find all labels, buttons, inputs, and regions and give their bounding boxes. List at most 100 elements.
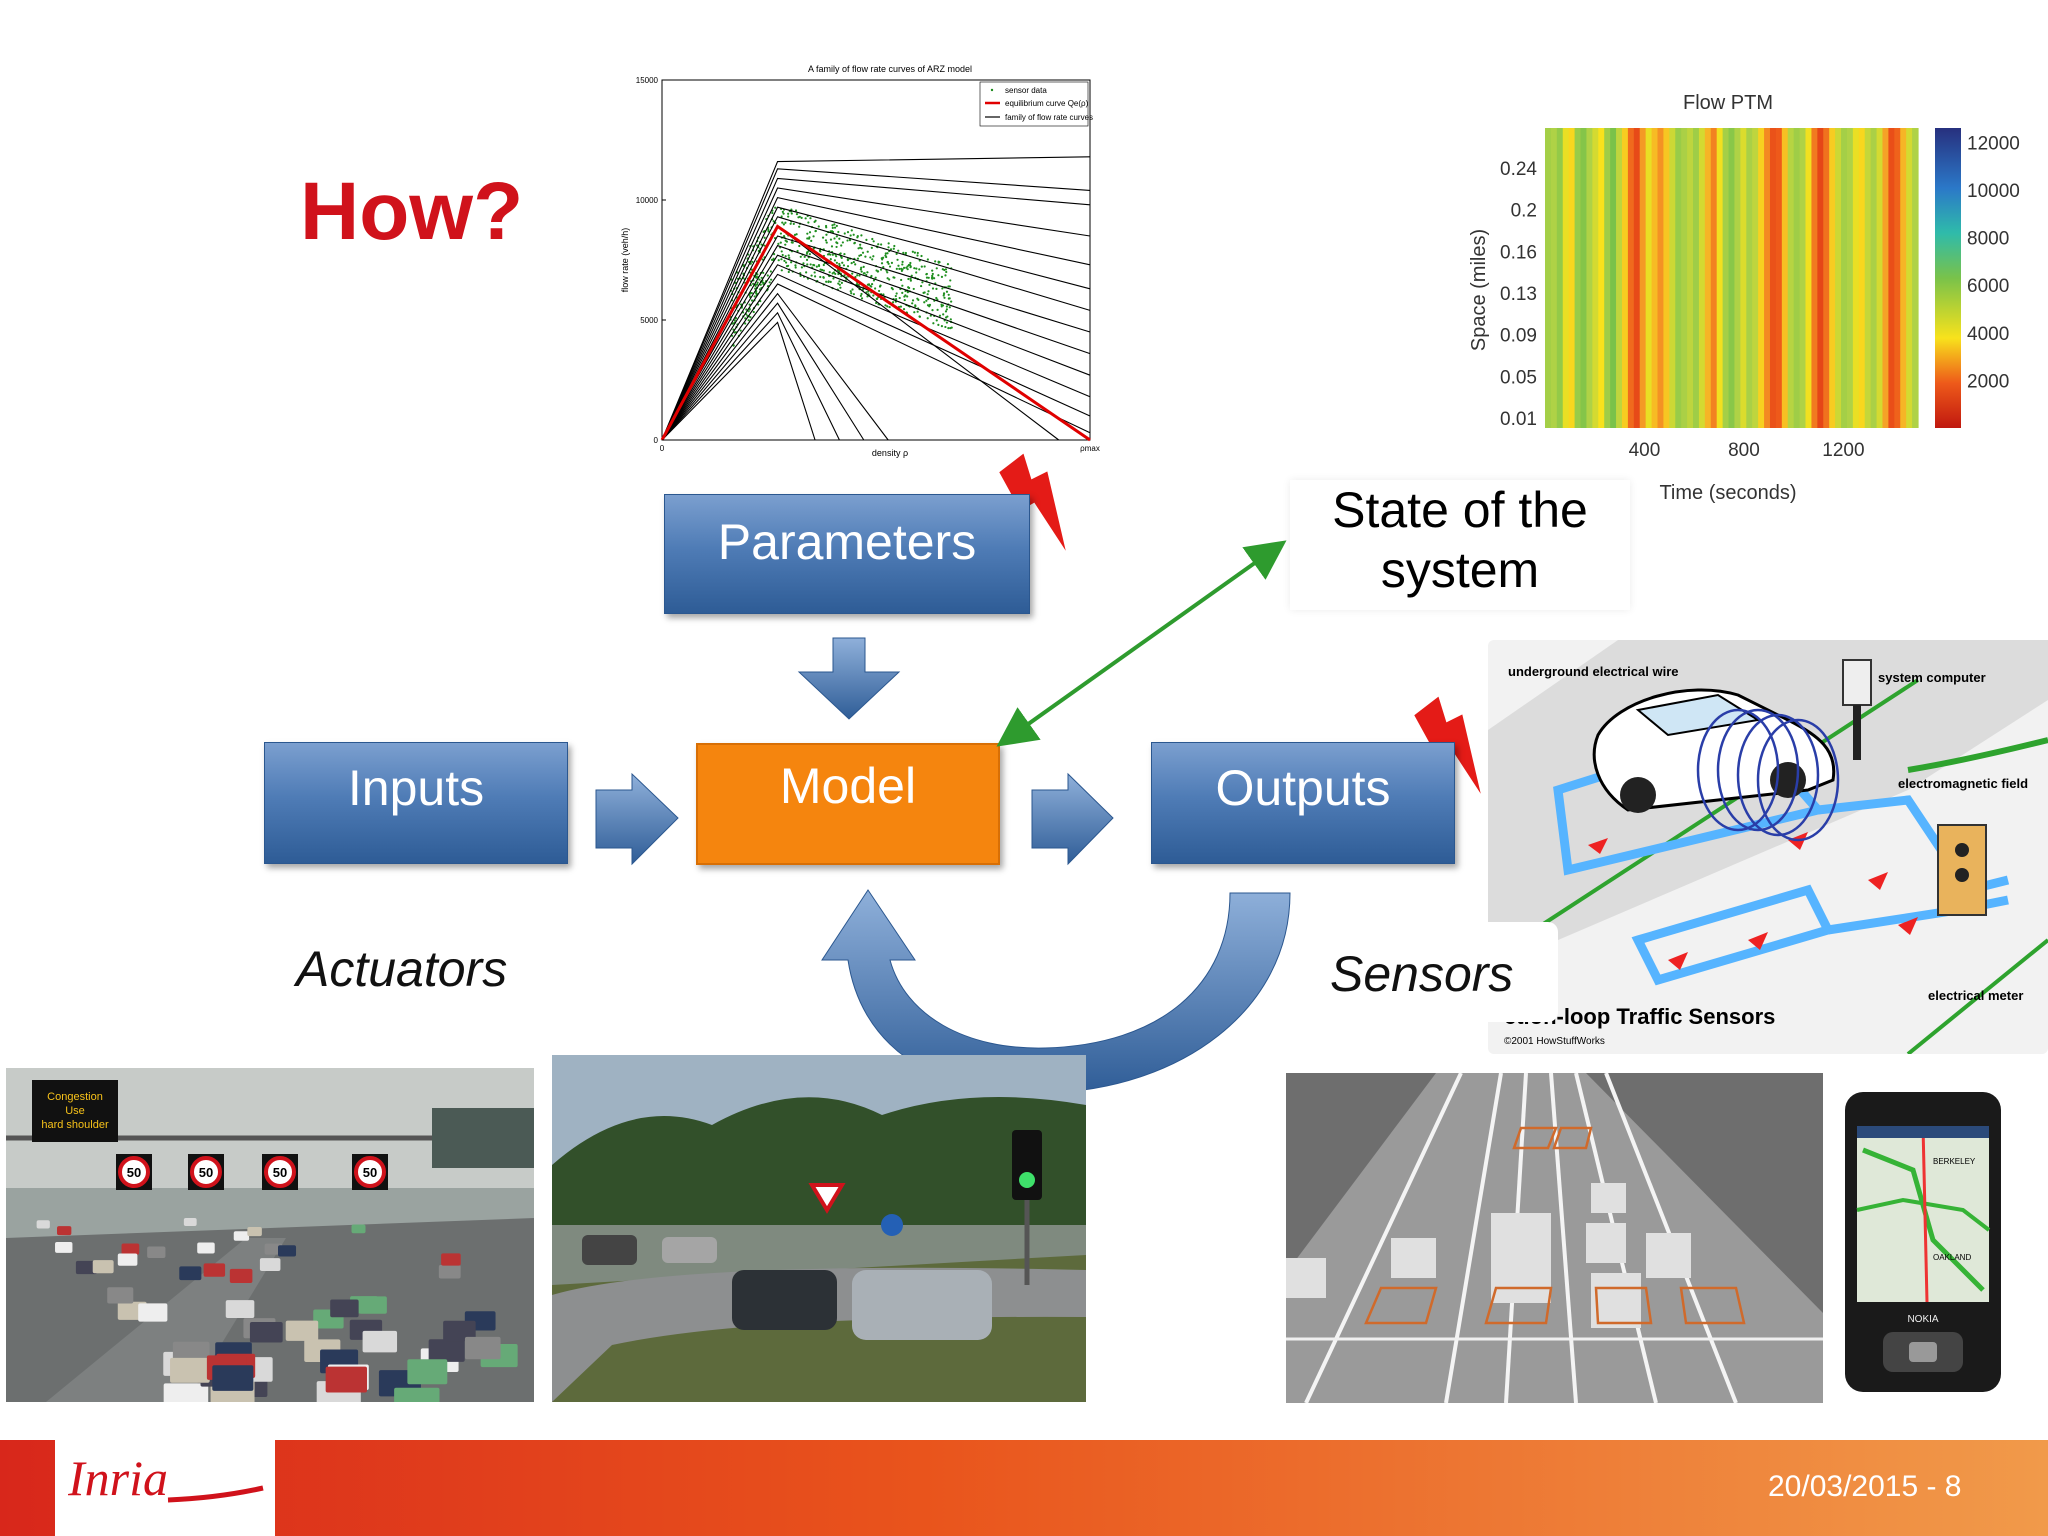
heatmap-cell	[1858, 128, 1866, 428]
car	[1391, 1238, 1436, 1278]
heatmap-cell	[1610, 128, 1617, 428]
flow-scatter-point	[809, 217, 812, 220]
flow-scatter-point	[879, 268, 883, 271]
sensor-copyright: ©2001 HowStuffWorks	[1504, 1036, 1605, 1047]
flow-scatter-point	[772, 220, 775, 223]
flow-family-curve	[661, 292, 889, 441]
flow-scatter-point	[825, 233, 828, 236]
flow-scatter-point	[807, 221, 810, 224]
flow-scatter-point	[820, 268, 824, 272]
flow-scatter-point	[932, 322, 935, 325]
car	[75, 1260, 97, 1275]
flow-scatter-point	[907, 277, 910, 281]
flow-scatter-point	[836, 242, 839, 245]
flow-family-curve	[661, 311, 840, 441]
flow-scatter-point	[835, 245, 838, 249]
flow-scatter-point	[825, 241, 828, 244]
car	[362, 1330, 398, 1353]
flow-scatter-point	[841, 241, 844, 244]
flow-scatter-point	[787, 270, 790, 274]
flow-scatter-point	[804, 217, 807, 220]
flow-scatter-point	[902, 266, 906, 270]
flow-scatter-point	[761, 281, 764, 284]
heatmap-cell	[1556, 128, 1564, 428]
colorbar-tick-label: 10000	[1967, 181, 2020, 202]
flow-scatter-point	[931, 272, 934, 276]
svg-text:BERKELEY: BERKELEY	[1933, 1157, 1976, 1166]
flow-scatter-point	[886, 271, 889, 274]
flow-scatter-point	[829, 257, 832, 261]
flow-scatter-point	[852, 260, 855, 264]
car	[264, 1243, 283, 1255]
heatmap-cell	[1852, 128, 1860, 428]
highway-photo: Congestion Use hard shoulder 50 50 50 50	[6, 1068, 534, 1402]
svg-text:Use: Use	[65, 1105, 85, 1117]
flow-scatter-point	[909, 277, 912, 280]
flow-scatter-point	[835, 261, 838, 264]
flow-scatter-point	[790, 212, 793, 215]
car	[277, 1245, 297, 1257]
flow-scatter-point	[826, 253, 830, 256]
flow-scatter-point	[747, 319, 750, 322]
flow-scatter-point	[815, 265, 818, 268]
flow-scatter-point	[862, 272, 865, 275]
flow-scatter-point	[927, 297, 930, 301]
flow-scatter-point	[895, 292, 898, 295]
heatmap-cell	[1568, 128, 1576, 428]
flow-scatter-point	[833, 223, 836, 226]
flow-scatter-point	[850, 262, 853, 265]
heatmap-cell	[1633, 128, 1641, 428]
flow-scatter-point	[870, 282, 874, 286]
flow-scatter-point	[923, 265, 926, 268]
flow-scatter-point	[946, 263, 950, 266]
flow-scatter-point	[781, 253, 784, 257]
flow-scatter-point	[794, 209, 798, 212]
flow-scatter-point	[840, 244, 843, 247]
flow-scatter-point	[912, 287, 915, 291]
traffic-camera-photo	[1286, 1073, 1823, 1403]
heatmap-cell	[1681, 128, 1688, 428]
flow-scatter-point	[753, 295, 756, 298]
state-of-system-label: State of the system	[1290, 480, 1630, 610]
flow-scatter-point	[916, 310, 919, 313]
heatmap-cell	[1900, 128, 1907, 428]
heatmap-cell	[1841, 128, 1848, 428]
flow-ytick-label: 5000	[640, 316, 658, 325]
heatmap-cell	[1888, 128, 1895, 428]
flow-scatter-point	[788, 256, 791, 260]
car	[428, 1339, 465, 1362]
flow-scatter-point	[937, 323, 940, 326]
flow-scatter-point	[800, 216, 803, 219]
flow-scatter-point	[867, 290, 870, 293]
heatmap-cell	[1693, 128, 1700, 428]
heatmap-xtick-label: 400	[1629, 440, 1661, 461]
flow-scatter-point	[927, 276, 930, 279]
flow-scatter-point	[781, 210, 784, 213]
legend-entry: family of flow rate curves	[1005, 113, 1093, 122]
flow-scatter-point	[920, 284, 923, 288]
flow-scatter-point	[880, 257, 883, 260]
flow-scatter-point	[784, 261, 788, 264]
flow-scatter-point	[744, 322, 747, 325]
flow-scatter-point	[798, 215, 801, 218]
flow-scatter-point	[917, 298, 920, 301]
arrow-down-icon	[797, 637, 901, 720]
ramp-photo	[552, 1055, 1086, 1402]
flow-scatter-point	[940, 325, 944, 328]
flow-scatter-point	[813, 271, 816, 274]
flow-scatter-point	[862, 265, 865, 268]
car	[464, 1336, 501, 1360]
heatmap-cell	[1829, 128, 1836, 428]
car	[179, 1266, 202, 1281]
flow-scatter-point	[760, 276, 763, 279]
inria-logo: Inria	[68, 1450, 264, 1506]
flow-scatter-point	[935, 319, 938, 322]
flow-scatter-point	[852, 293, 855, 296]
car	[852, 1270, 992, 1340]
flow-scatter-point	[825, 280, 828, 283]
car	[285, 1320, 319, 1341]
heatmap-cell	[1758, 128, 1765, 428]
flow-scatter-point	[886, 277, 889, 280]
flow-scatter-point	[782, 223, 786, 226]
heatmap-cell	[1811, 128, 1818, 428]
